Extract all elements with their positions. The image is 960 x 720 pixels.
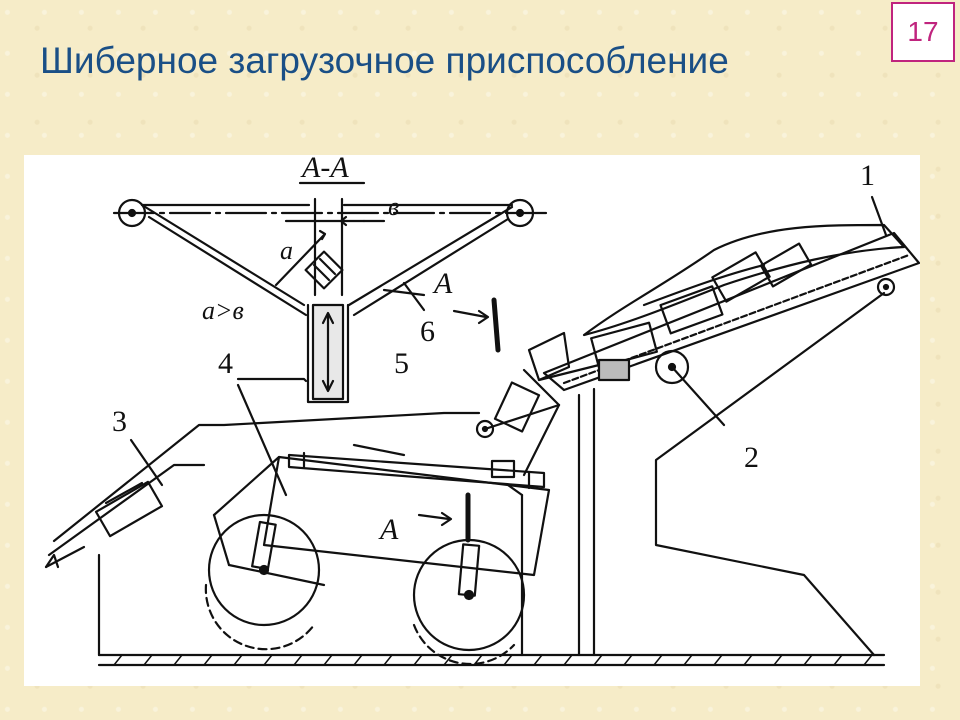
loading-device-drawing: А-А в а а>в А А 1 2 3 4 5 6 xyxy=(44,155,920,667)
diagram-panel: А-А в а а>в А А 1 2 3 4 5 6 xyxy=(24,155,920,686)
part-label-2: 2 xyxy=(744,441,759,474)
base-floor xyxy=(97,553,886,667)
left-chute xyxy=(44,411,481,569)
slide-title: Шиберное загрузочное приспособление xyxy=(40,40,729,81)
part-label-3: 3 xyxy=(112,405,127,438)
part-label-6: 6 xyxy=(420,315,435,348)
feeder-body xyxy=(204,383,551,666)
view-arrows xyxy=(417,297,501,543)
page-number-badge: 17 xyxy=(891,2,955,62)
part-label-5: 5 xyxy=(394,347,409,380)
part-label-1: 1 xyxy=(860,159,875,192)
dim-b-label: в xyxy=(388,192,399,221)
floor-hatching xyxy=(113,654,873,666)
section-label: А-А xyxy=(300,155,349,184)
dim-relation-label: а>в xyxy=(202,296,244,325)
upper-conveyor xyxy=(402,195,920,657)
part-label-4: 4 xyxy=(218,347,233,380)
dim-a-label: а xyxy=(280,236,293,265)
section-aa-detail xyxy=(112,181,552,404)
view-label-upper: А xyxy=(432,267,453,300)
view-label-lower: А xyxy=(378,513,399,546)
shutter-mechanism xyxy=(475,331,601,477)
